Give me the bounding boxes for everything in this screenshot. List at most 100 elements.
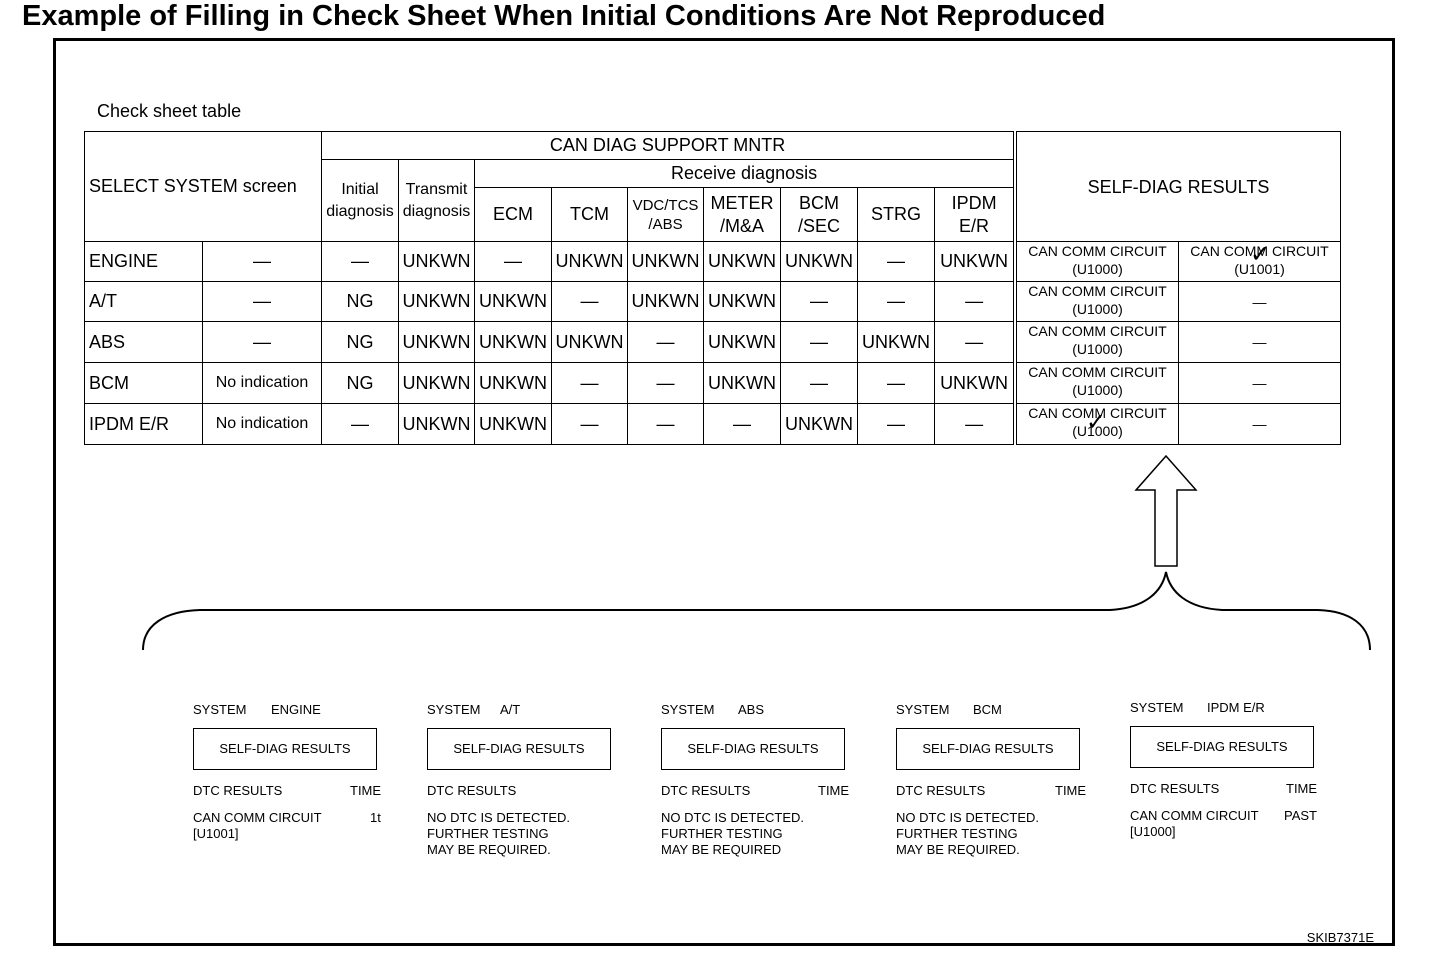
row-cell: UNKWN (551, 321, 628, 363)
row-cell: UNKWN (627, 241, 704, 282)
col-header: IPDM E/R (933, 187, 1015, 242)
self-diag-cell: — (1178, 362, 1341, 404)
row-cell: — (933, 403, 1015, 445)
self-diag-cell: CAN COMM CIRCUIT (U1000) (1016, 362, 1179, 404)
row-cell: — (780, 362, 858, 404)
time-label: TIME (1286, 781, 1318, 796)
row-cell: — (780, 281, 858, 322)
row-cell: — (551, 403, 628, 445)
self-diag-cell: — (1178, 403, 1341, 445)
self-diag-cell: CAN COMM CIRCUIT (U1000) (1016, 403, 1179, 445)
time-value: PAST (1284, 808, 1317, 823)
row-cell: UNKWN (703, 321, 781, 363)
row-indication: No indication (202, 362, 322, 404)
system-name: A/T (500, 702, 521, 717)
check-mark-icon: ✓ (1086, 408, 1107, 436)
self-diag-header: SELF-DIAG RESULTS (1016, 131, 1341, 242)
system-name: ENGINE (271, 702, 321, 717)
table-row: A/T — NG UNKWN UNKWN — UNKWN UNKWN — — — (84, 281, 1015, 322)
dtc-message: NO DTC IS DETECTED. FURTHER TESTING MAY … (661, 810, 805, 857)
check-mark-icon: ✓ (1250, 240, 1271, 268)
initial-diagnosis-header: Initial diagnosis (321, 159, 399, 242)
select-system-header: SELECT SYSTEM screen (84, 131, 322, 242)
dtc-message: NO DTC IS DETECTED. FURTHER TESTING MAY … (427, 810, 571, 857)
time-label: TIME (1055, 783, 1087, 798)
row-transmit: UNKWN (398, 321, 475, 363)
col-header: BCM /SEC (780, 187, 858, 242)
self-diag-cell: CAN COMM CIRCUIT (U1000) (1016, 241, 1179, 282)
row-transmit: UNKWN (398, 281, 475, 322)
diagram-frame (53, 38, 1395, 946)
dtc-results-label: DTC RESULTS (896, 783, 986, 798)
row-cell: UNKWN (474, 403, 552, 445)
row-cell: UNKWN (474, 321, 552, 363)
check-sheet-label: Check sheet table (97, 101, 242, 121)
self-diag-table: SELF-DIAG RESULTS CAN COMM CIRCUIT (U100… (1016, 131, 1341, 445)
time-label: TIME (818, 783, 850, 798)
col-header: ECM (474, 187, 552, 242)
self-diag-cell: CAN COMM CIRCUIT (U1000) (1016, 321, 1179, 363)
self-diag-cell: — (1178, 281, 1341, 322)
check-sheet-table: SELECT SYSTEM screen CAN DIAG SUPPORT MN… (84, 131, 1015, 445)
dtc-results-label: DTC RESULTS (193, 783, 283, 798)
row-cell: UNKWN (933, 362, 1015, 404)
system-label: SYSTEM (896, 702, 950, 717)
system-label: SYSTEM (427, 702, 481, 717)
dtc-results-label: DTC RESULTS (661, 783, 751, 798)
row-cell: — (551, 362, 628, 404)
row-system: BCM (84, 362, 203, 404)
row-cell: — (857, 403, 935, 445)
row-cell: — (857, 281, 935, 322)
row-cell: — (627, 321, 704, 363)
col-header: VDC/TCS /ABS (627, 187, 704, 242)
table-row: BCM No indication NG UNKWN UNKWN — — UNK… (84, 362, 1015, 404)
dtc-results-label: DTC RESULTS (1130, 781, 1220, 796)
figure-reference: SKIB7371E (1306, 930, 1374, 945)
row-cell: UNKWN (780, 403, 858, 445)
row-cell: — (857, 241, 935, 282)
system-label: SYSTEM (1130, 700, 1184, 715)
self-diag-cell: CAN COMM CIRCUIT (U1001) (1178, 241, 1341, 282)
row-initial: NG (321, 362, 399, 404)
receive-diagnosis-header: Receive diagnosis (473, 159, 1015, 188)
row-transmit: UNKWN (398, 241, 475, 282)
system-name: IPDM E/R (1207, 700, 1265, 715)
row-cell: UNKWN (780, 241, 858, 282)
row-cell: UNKWN (551, 241, 628, 282)
dtc-results-label: DTC RESULTS (427, 783, 517, 798)
dtc-message: CAN COMM CIRCUIT [U1001] (193, 810, 322, 841)
time-value: 1t (370, 810, 381, 825)
time-label: TIME (350, 783, 382, 798)
table-row: ABS — NG UNKWN UNKWN UNKWN — UNKWN — UNK… (84, 321, 1015, 363)
col-header: METER /M&A (703, 187, 781, 242)
row-initial: — (321, 403, 399, 445)
self-diag-results-button[interactable]: SELF-DIAG RESULTS (427, 728, 611, 770)
self-diag-results-button[interactable]: SELF-DIAG RESULTS (896, 728, 1080, 770)
row-cell: UNKWN (703, 241, 781, 282)
brace-shape (142, 571, 1371, 651)
self-diag-results-button[interactable]: SELF-DIAG RESULTS (661, 728, 845, 770)
row-cell: UNKWN (857, 321, 935, 363)
col-header: STRG (857, 187, 935, 242)
row-cell: UNKWN (474, 281, 552, 322)
page-title: Example of Filling in Check Sheet When I… (22, 0, 1106, 32)
row-cell: UNKWN (703, 362, 781, 404)
row-cell: — (474, 241, 552, 282)
up-arrow-icon (1134, 454, 1198, 567)
row-indication: No indication (202, 403, 322, 445)
table-row: IPDM E/R No indication — UNKWN UNKWN — —… (84, 403, 1015, 445)
dtc-message: NO DTC IS DETECTED. FURTHER TESTING MAY … (896, 810, 1040, 857)
row-cell: — (551, 281, 628, 322)
row-indication: — (202, 321, 322, 363)
table-row: ENGINE — — UNKWN — UNKWN UNKWN UNKWN UNK… (84, 241, 1015, 282)
dtc-message: CAN COMM CIRCUIT [U1000] (1130, 808, 1259, 839)
row-cell: UNKWN (933, 241, 1015, 282)
row-cell: — (857, 362, 935, 404)
row-cell: — (627, 403, 704, 445)
system-name: BCM (973, 702, 1002, 717)
system-label: SYSTEM (661, 702, 715, 717)
self-diag-results-button[interactable]: SELF-DIAG RESULTS (193, 728, 377, 770)
self-diag-cell: — (1178, 321, 1341, 363)
self-diag-results-button[interactable]: SELF-DIAG RESULTS (1130, 726, 1314, 768)
